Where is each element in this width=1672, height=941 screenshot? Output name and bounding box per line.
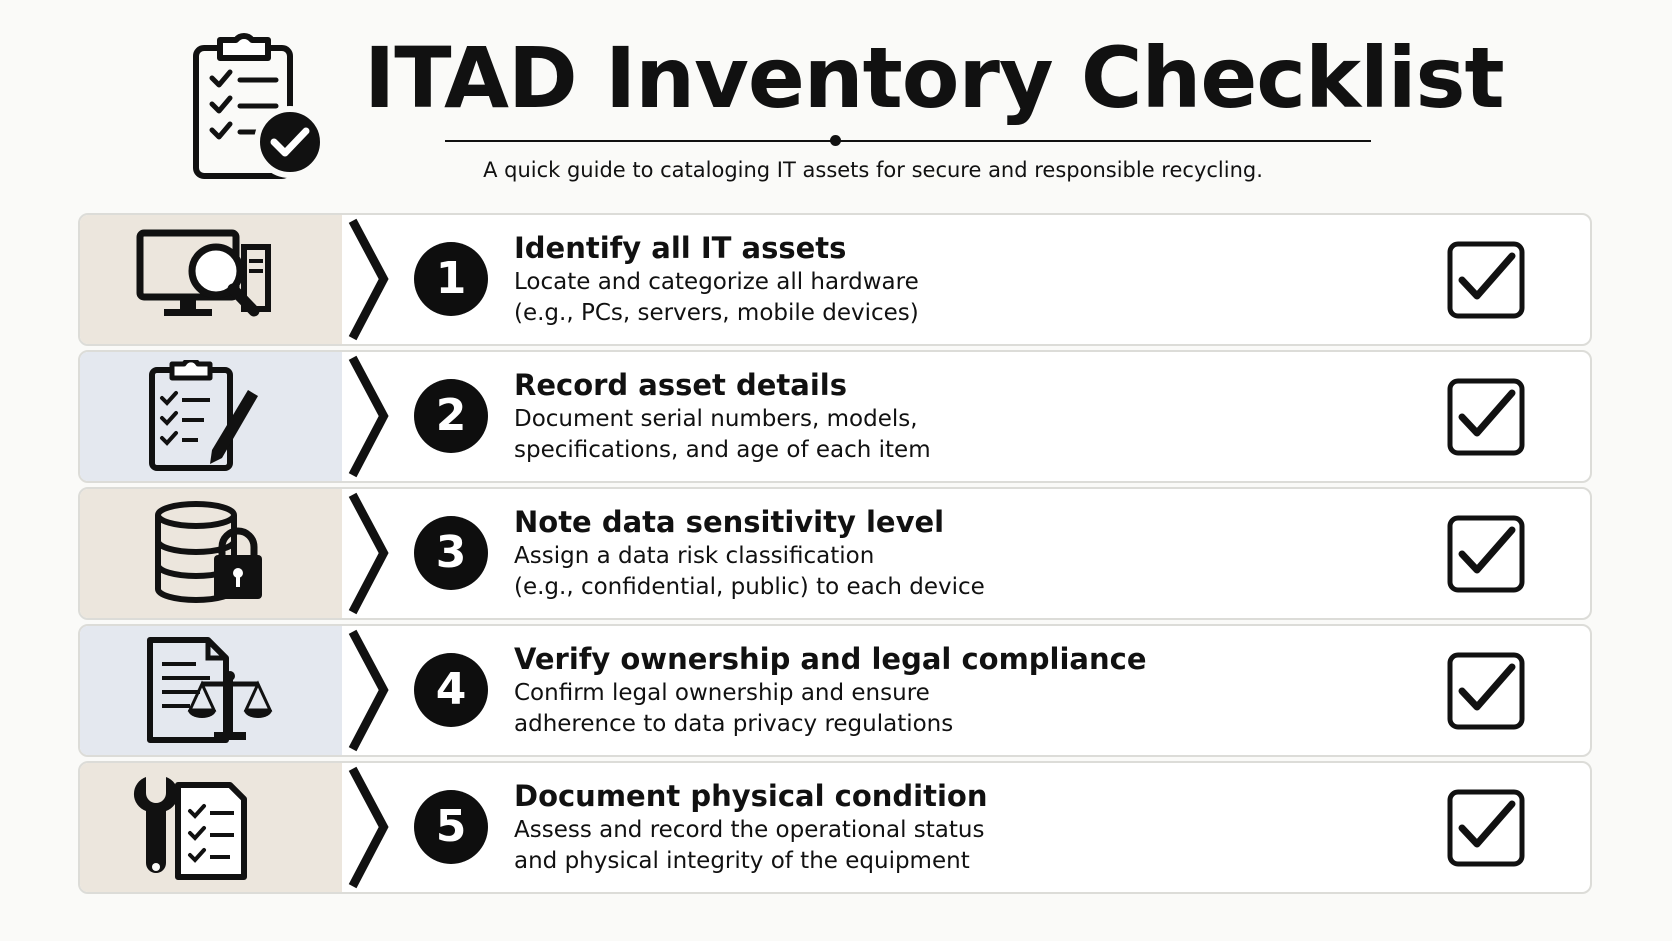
page-title: ITAD Inventory Checklist (364, 29, 1505, 127)
step-title: Verify ownership and legal compliance (514, 642, 1147, 676)
checkbox-checked-icon[interactable] (1446, 377, 1526, 457)
computer-magnifier-icon (136, 229, 271, 317)
step-title: Document physical condition (514, 779, 988, 813)
chevron-right-icon (342, 352, 400, 481)
step-icon-band (80, 626, 342, 755)
step-description-line-2: and physical integrity of the equipment (514, 848, 970, 874)
page-subtitle: A quick guide to cataloging IT assets fo… (483, 158, 1263, 182)
step-title: Note data sensitivity level (514, 505, 945, 539)
step-number-badge: 1 (414, 242, 488, 316)
chevron-right-icon (342, 215, 400, 344)
step-text: Identify all IT assets Locate and catego… (514, 229, 1494, 329)
checklist-step-1: 1 Identify all IT assets Locate and cate… (78, 213, 1592, 346)
checklist-step-4: 4 Verify ownership and legal compliance … (78, 624, 1592, 757)
title-divider-dot (830, 135, 841, 146)
checkbox-checked-icon[interactable] (1446, 788, 1526, 868)
step-description-line-1: Assign a data risk classification (514, 543, 875, 569)
step-title: Record asset details (514, 368, 847, 402)
checkbox-checked-icon[interactable] (1446, 240, 1526, 320)
step-number-badge: 4 (414, 653, 488, 727)
step-description-line-2: (e.g., PCs, servers, mobile devices) (514, 300, 919, 326)
chevron-right-icon (342, 626, 400, 755)
step-text: Note data sensitivity level Assign a dat… (514, 503, 1494, 603)
step-description-line-1: Document serial numbers, models, (514, 406, 918, 432)
database-lock-icon (155, 501, 262, 603)
step-text: Document physical condition Assess and r… (514, 777, 1494, 877)
step-title: Identify all IT assets (514, 231, 847, 265)
step-number-badge: 3 (414, 516, 488, 590)
step-text: Verify ownership and legal compliance Co… (514, 640, 1494, 740)
checklist-steps: 1 Identify all IT assets Locate and cate… (78, 213, 1592, 898)
step-text: Record asset details Document serial num… (514, 366, 1494, 466)
chevron-right-icon (342, 763, 400, 892)
checkbox-checked-icon[interactable] (1446, 651, 1526, 731)
step-description-line-1: Confirm legal ownership and ensure (514, 680, 930, 706)
step-number-badge: 5 (414, 790, 488, 864)
clipboard-check-icon (193, 33, 326, 179)
checklist-step-5: 5 Document physical condition Assess and… (78, 761, 1592, 894)
clipboard-pen-icon (149, 360, 258, 471)
title-divider (445, 140, 1371, 142)
step-number-badge: 2 (414, 379, 488, 453)
wrench-checklist-icon (133, 777, 247, 880)
checklist-step-2: 2 Record asset details Document serial n… (78, 350, 1592, 483)
step-description-line-2: adherence to data privacy regulations (514, 711, 954, 737)
step-description-line-1: Locate and categorize all hardware (514, 269, 919, 295)
checklist-step-3: 3 Note data sensitivity level Assign a d… (78, 487, 1592, 620)
chevron-right-icon (342, 489, 400, 618)
checkbox-checked-icon[interactable] (1446, 514, 1526, 594)
step-description-line-1: Assess and record the operational status (514, 817, 985, 843)
step-description-line-2: specifications, and age of each item (514, 437, 931, 463)
document-scales-icon (147, 637, 273, 743)
step-description-line-2: (e.g., confidential, public) to each dev… (514, 574, 985, 600)
